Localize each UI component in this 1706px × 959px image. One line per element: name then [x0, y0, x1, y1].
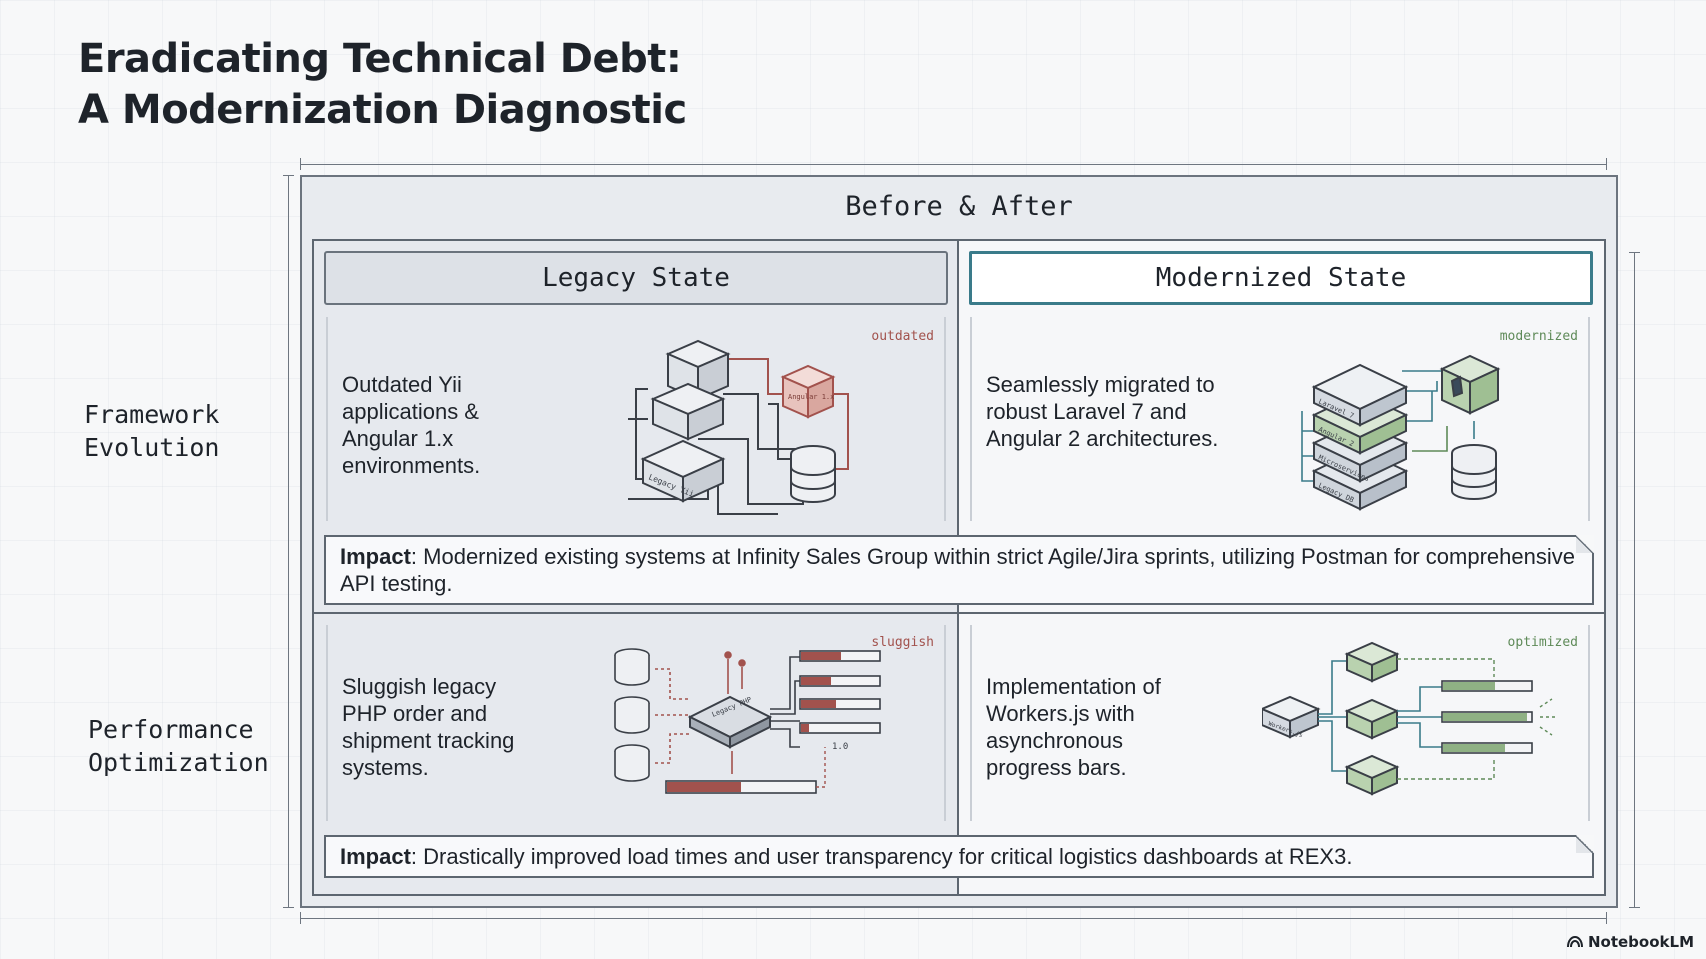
notebooklm-logo-text: NotebookLM — [1587, 933, 1694, 951]
sluggish-tag: sluggish — [871, 635, 934, 650]
right-dimension-tick-bottom — [1629, 907, 1640, 908]
framework-legacy-text: Outdated Yii applications & Angular 1.x … — [342, 372, 481, 478]
performance-modern-cell: optimized Implementation of Workers.js w… — [970, 625, 1590, 821]
optimized-tag: optimized — [1507, 635, 1578, 650]
top-dimension-tick-right — [1606, 158, 1607, 170]
left-dimension-line — [288, 175, 289, 908]
page-fold-icon — [1576, 835, 1594, 853]
counter-label: 1.0 — [832, 742, 848, 752]
page-fold-icon — [1576, 535, 1594, 553]
row-label-performance: Performance Optimization — [88, 715, 269, 777]
title-line-2: A Modernization Diagnostic — [78, 87, 687, 133]
legacy-spaghetti-illustration: Legacy Yii Angular 1.x — [628, 339, 849, 515]
top-dimension-tick-left — [300, 158, 301, 170]
framework-impact-text: : Modernized existing systems at Infinit… — [340, 544, 1575, 596]
framework-legacy-cell: outdated Outdated Yii applications & Ang… — [326, 317, 946, 521]
modern-state-heading: Modernized State — [969, 251, 1593, 305]
performance-modern-text: Implementation of Workers.js with asynch… — [986, 674, 1161, 780]
notebooklm-logo: NotebookLM — [1566, 933, 1694, 951]
sparkle-icon — [1539, 698, 1556, 736]
legacy-database-icon — [790, 445, 836, 503]
top-dimension-line — [300, 164, 1606, 165]
framework-impact-label: Impact — [340, 544, 411, 569]
slow-progress-bars — [665, 650, 881, 794]
modern-stack-illustration: Laravel 7 Angular 2 Microservices Legacy… — [1301, 354, 1501, 511]
notebooklm-logo-icon — [1566, 936, 1583, 948]
left-dimension-tick-bottom — [283, 907, 294, 908]
performance-impact-text: : Drastically improved load times and us… — [410, 844, 1353, 869]
outdated-tag: outdated — [871, 329, 934, 344]
modern-layer-stack — [1311, 363, 1409, 511]
comparison-grid: Legacy State Modernized State outdated O… — [312, 239, 1606, 896]
right-dimension-tick-top — [1629, 252, 1640, 253]
right-dimension-line — [1634, 252, 1635, 908]
workers-illustration: Workers.js — [1262, 641, 1556, 796]
bottom-dimension-line — [300, 918, 1606, 919]
bottom-dimension-tick-right — [1606, 912, 1607, 924]
worker-main-cube — [1262, 695, 1321, 739]
modernized-tag: modernized — [1499, 329, 1578, 344]
framework-modern-cell: modernized Seamlessly migrated to robust… — [970, 317, 1590, 521]
title-line-1: Eradicating Technical Debt: — [78, 36, 682, 82]
red-angular-cube — [780, 364, 836, 419]
framework-impact-box: Impact: Modernized existing systems at I… — [324, 535, 1594, 605]
framework-modern-text: Seamlessly migrated to robust Laravel 7 … — [986, 372, 1219, 451]
before-after-frame: Before & After Legacy State Modernized S… — [300, 175, 1618, 908]
sluggish-chip-illustration: Legacy PHP 1.0 — [614, 648, 881, 794]
angular-shield-cube — [1439, 354, 1501, 415]
page-title: Eradicating Technical Debt: A Modernizat… — [78, 34, 687, 136]
modern-database-icon — [1451, 444, 1497, 500]
angular-box-label: Angular 1.x — [788, 393, 834, 401]
left-dimension-tick-top — [283, 175, 294, 176]
performance-legacy-cell: sluggish Sluggish legacy PHP order and s… — [326, 625, 946, 821]
legacy-chip-icon — [687, 695, 773, 749]
row-label-framework: Framework Evolution — [84, 400, 220, 462]
legacy-state-heading: Legacy State — [324, 251, 948, 305]
worker-cubes — [1344, 641, 1400, 796]
frame-title: Before & After — [845, 191, 1073, 222]
row-divider — [314, 612, 1604, 614]
legacy-cube-stack — [640, 339, 731, 503]
legacy-db-stack-icon — [614, 648, 650, 782]
async-progress-bars — [1441, 680, 1533, 754]
performance-impact-box: Impact: Drastically improved load times … — [324, 835, 1594, 878]
bottom-dimension-tick-left — [300, 912, 301, 924]
performance-legacy-text: Sluggish legacy PHP order and shipment t… — [342, 674, 515, 780]
performance-impact-label: Impact — [340, 844, 411, 869]
